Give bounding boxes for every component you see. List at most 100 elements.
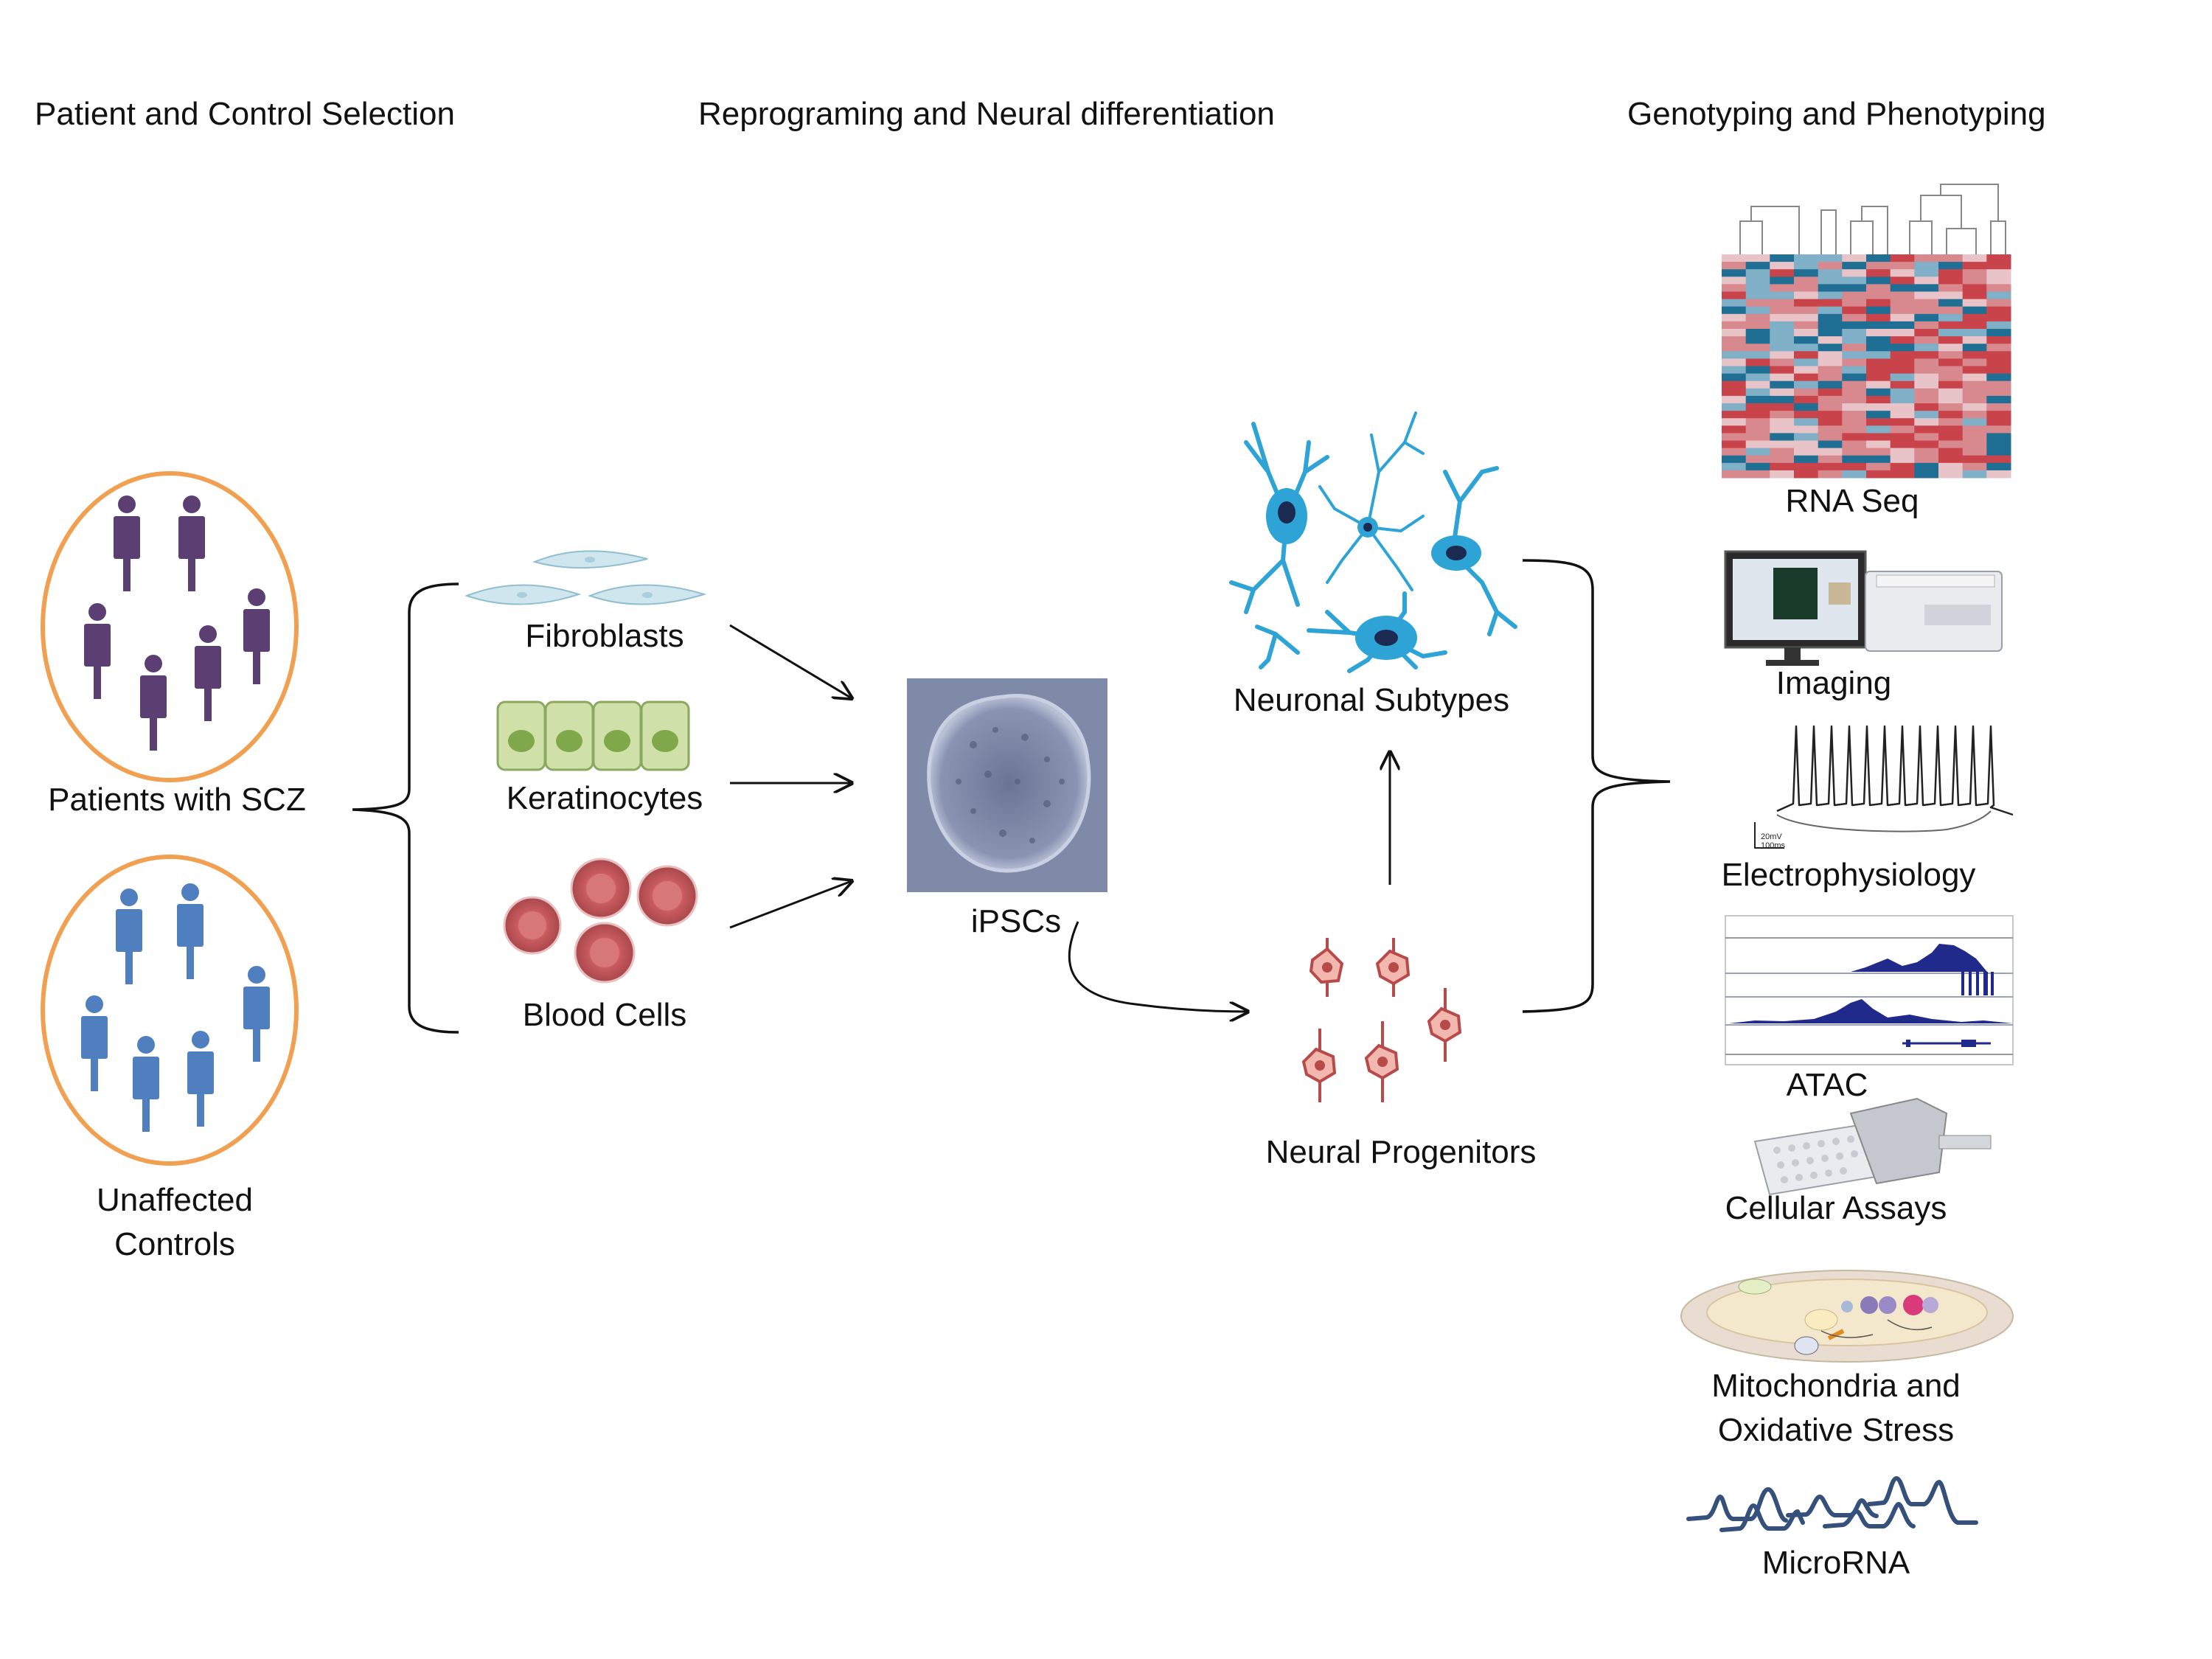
heatmap-cell (1722, 306, 1747, 315)
heatmap-cell (1794, 440, 1819, 449)
heatmap-cell (1866, 358, 1891, 366)
heatmap-cell (1842, 262, 1867, 270)
heatmap-cell (1890, 440, 1915, 449)
heatmap-cell (1962, 262, 1987, 270)
heatmap-cell (1818, 418, 1843, 426)
heatmap-cell (1722, 336, 1747, 344)
heatmap-cell (1745, 380, 1770, 389)
heatmap-cell (1722, 351, 1747, 359)
heatmap-cell (1794, 448, 1819, 456)
heatmap-cell (1770, 418, 1795, 426)
blood-cells-illustration (503, 858, 698, 984)
microrna-illustration (1686, 1476, 1978, 1532)
heatmap-cell (1794, 411, 1819, 419)
control-figures (81, 883, 270, 1132)
heatmap-cell (1986, 329, 2011, 337)
heatmap-cell (1818, 388, 1843, 397)
heatmap-cell (1770, 254, 1795, 262)
heatmap-cell (1866, 366, 1891, 375)
arrow-ipsc-to-progenitors (1068, 921, 1248, 1012)
patients-ellipse (41, 471, 299, 782)
heatmap-cell (1794, 403, 1819, 411)
heatmap-cell (1794, 388, 1819, 397)
heatmap-cell (1770, 313, 1795, 322)
heatmap-cell (1842, 418, 1867, 426)
patients-label: Patients with SCZ (48, 782, 306, 818)
heatmap-cell (1962, 455, 1987, 464)
heatmap-cell (1986, 262, 2011, 270)
heatmap-cell (1770, 299, 1795, 307)
heatmap-cell (1722, 462, 1747, 471)
heatmap-cell (1770, 284, 1795, 292)
heatmap-cell (1914, 336, 1939, 344)
heatmap-cell (1986, 403, 2011, 411)
heatmap-cell (1986, 455, 2011, 464)
heatmap-cell (1745, 276, 1770, 285)
heatmap-cell (1866, 336, 1891, 344)
heatmap-cell (1866, 313, 1891, 322)
heatmap-cell (1818, 351, 1843, 359)
heatmap-cell (1745, 425, 1770, 434)
heatmap-cell (1914, 418, 1939, 426)
header-reprogramming: Reprograming and Neural differentiation (698, 96, 1275, 132)
heatmap-cell (1722, 276, 1747, 285)
heatmap-cell (1962, 269, 1987, 277)
fibroblasts-illustration (465, 550, 707, 605)
heatmap-cell (1818, 433, 1843, 441)
heatmap-cell (1745, 336, 1770, 344)
heatmap-cell (1770, 262, 1795, 270)
heatmap-cell (1770, 411, 1795, 419)
heatmap-cell (1722, 388, 1747, 397)
heatmap-cell (1890, 284, 1915, 292)
heatmap-cell (1890, 276, 1915, 285)
heatmap-cell (1745, 418, 1770, 426)
heatmap-cell (1842, 470, 1867, 479)
heatmap-cell (1986, 425, 2011, 434)
heatmap-cell (1722, 344, 1747, 352)
heatmap-cell (1866, 373, 1891, 382)
heatmap-cell (1818, 440, 1843, 449)
heatmap-cell (1794, 313, 1819, 322)
heatmap-cell (1866, 291, 1891, 300)
left-brace (352, 582, 459, 1034)
heatmap-cell (1890, 403, 1915, 411)
heatmap-cell (1842, 351, 1867, 359)
heatmap-cell (1745, 433, 1770, 441)
heatmap-cell (1938, 395, 1964, 404)
heatmap-cell (1962, 284, 1987, 292)
heatmap-cell (1986, 336, 2011, 344)
heatmap-cell (1770, 448, 1795, 456)
heatmap-cell (1962, 358, 1987, 366)
heatmap-cell (1890, 455, 1915, 464)
heatmap-cell (1842, 291, 1867, 300)
heatmap-cell (1986, 448, 2011, 456)
arrows-to-ipscs (729, 624, 852, 929)
heatmap-cell (1745, 299, 1770, 307)
heatmap-cell (1914, 284, 1939, 292)
heatmap-cell (1914, 380, 1939, 389)
heatmap-cell (1986, 462, 2011, 471)
heatmap-cell (1745, 344, 1770, 352)
heatmap-cell (1890, 269, 1915, 277)
heatmap-cell (1818, 336, 1843, 344)
atac-label: ATAC (1786, 1067, 1868, 1103)
heatmap-cell (1794, 425, 1819, 434)
heatmap-cell (1722, 269, 1747, 277)
heatmap-cell (1722, 358, 1747, 366)
heatmap-cell (1794, 380, 1819, 389)
header-genotyping: Genotyping and Phenotyping (1627, 96, 2046, 132)
heatmap-cell (1866, 284, 1891, 292)
heatmap-cell (1986, 373, 2011, 382)
heatmap-cell (1890, 433, 1915, 441)
heatmap-cell (1818, 299, 1843, 307)
heatmap-cell (1866, 403, 1891, 411)
heatmap-cell (1818, 425, 1843, 434)
heatmap-cell (1914, 440, 1939, 449)
patients-group (41, 471, 299, 782)
heatmap-cell (1770, 321, 1795, 330)
rna-seq-heatmap (1722, 184, 2011, 479)
heatmap-cell (1890, 470, 1915, 479)
heatmap-cell (1770, 351, 1795, 359)
heatmap-cell (1770, 344, 1795, 352)
heatmap-cell (1770, 388, 1795, 397)
